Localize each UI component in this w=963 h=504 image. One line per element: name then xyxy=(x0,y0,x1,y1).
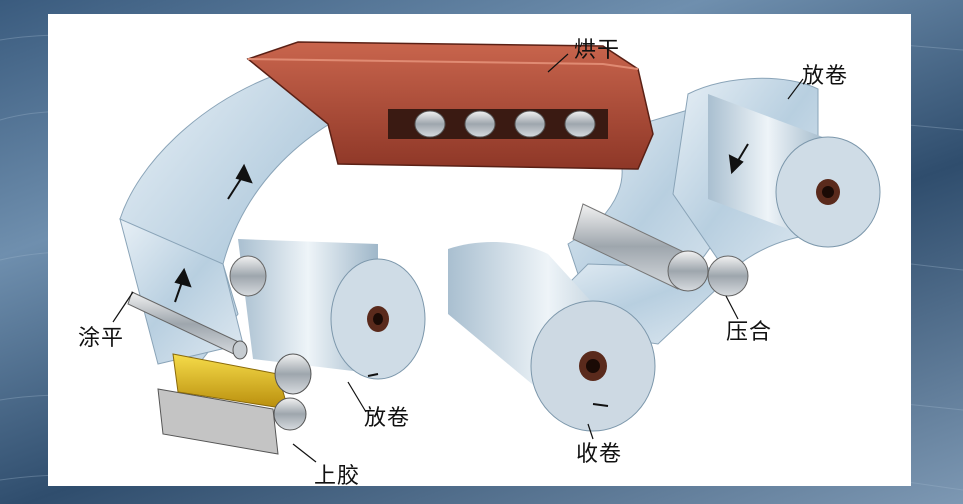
leader-lines xyxy=(112,53,804,463)
dryer-hood xyxy=(246,41,654,170)
press-rollers xyxy=(572,203,749,297)
direction-arrows xyxy=(174,143,749,407)
label-dryer: 烘干 xyxy=(574,38,621,63)
diagram-panel: 烘干 放卷 涂平 放卷 上胶 压合 收卷 xyxy=(48,14,911,489)
dryer-rollers xyxy=(414,110,596,138)
laminating-process-diagram xyxy=(112,41,881,463)
smoothing-bar xyxy=(127,291,248,360)
unwind-roll-top-right xyxy=(708,94,881,248)
label-unwind-top: 放卷 xyxy=(802,64,849,89)
label-glue: 上胶 xyxy=(314,464,361,489)
rewind-roll xyxy=(448,242,656,432)
label-smoothing: 涂平 xyxy=(78,326,125,351)
label-unwind-bottom: 放卷 xyxy=(364,406,411,431)
unwind-roll-bottom xyxy=(229,239,426,380)
glue-unit xyxy=(157,353,312,455)
label-press: 压合 xyxy=(726,320,773,345)
label-rewind: 收卷 xyxy=(576,442,623,467)
